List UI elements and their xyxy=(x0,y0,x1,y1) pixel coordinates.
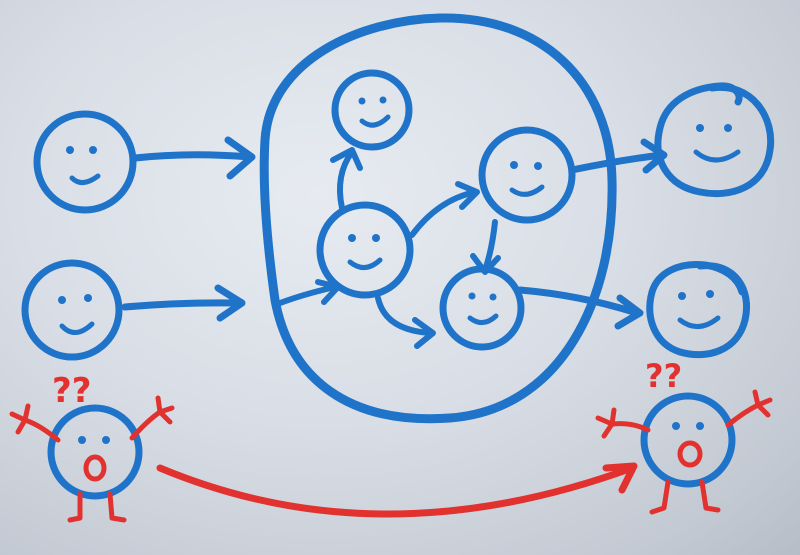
inner-arrow-entry-icon xyxy=(272,279,341,308)
input-arrow-bottom-icon xyxy=(121,284,246,322)
inner-smiley-center-icon xyxy=(316,201,414,299)
output-smiley-top-icon xyxy=(654,82,775,198)
bypass-arrow-icon xyxy=(156,462,638,518)
confused-marks-left: ?? xyxy=(52,371,91,411)
inner-arrow-right-up-icon xyxy=(409,181,480,238)
inner-smiley-bottom-right-icon xyxy=(439,265,525,351)
confused-figure-right-icon xyxy=(595,389,773,515)
output-smiley-bottom-icon xyxy=(646,260,750,359)
inner-arrow-down-icon xyxy=(470,219,501,275)
confused-marks-right: ?? xyxy=(645,357,682,395)
inner-arrow-up-icon xyxy=(330,147,363,211)
inner-smiley-right-icon xyxy=(478,126,576,224)
input-smiley-bottom-icon xyxy=(21,259,123,361)
input-smiley-top-icon xyxy=(33,110,137,214)
inner-smiley-top-icon xyxy=(331,69,413,151)
inner-arrow-down-right-icon xyxy=(375,295,436,349)
process-container-circle xyxy=(259,13,617,424)
output-arrow-bottom-icon xyxy=(516,286,644,330)
input-arrow-top-icon xyxy=(131,136,256,180)
output-arrow-top-icon xyxy=(568,138,668,174)
confused-figure-left-icon xyxy=(9,395,175,523)
